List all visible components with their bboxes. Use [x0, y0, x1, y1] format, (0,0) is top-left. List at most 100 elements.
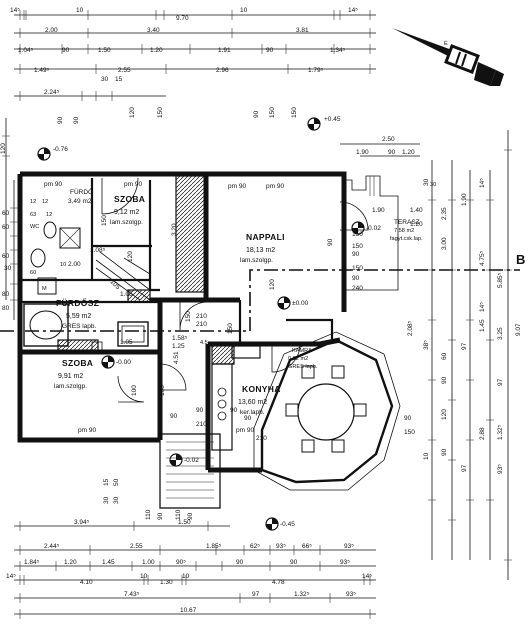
level-marker-top: +0.45	[307, 116, 341, 131]
room-furdo: FÜRDŐSZ 5,59 m2 GRES lapb.	[56, 297, 99, 330]
svg-text:90: 90	[187, 512, 194, 520]
svg-text:SZOBA: SZOBA	[114, 194, 145, 204]
svg-text:120: 120	[269, 279, 276, 290]
room-wc: WC	[30, 224, 39, 230]
room-kamra: KAMRA 0,82 m2 GRES lapb.	[288, 348, 318, 370]
svg-text:3.20: 3.20	[171, 223, 178, 236]
svg-text:1.45: 1.45	[102, 559, 115, 566]
svg-text:10: 10	[140, 573, 148, 580]
svg-text:9.07: 9.07	[515, 323, 522, 336]
svg-text:90: 90	[73, 116, 80, 124]
svg-text:97: 97	[461, 464, 468, 472]
svg-text:10: 10	[182, 573, 190, 580]
washing-machine-icon: M	[37, 277, 57, 295]
svg-text:10.67: 10.67	[180, 607, 197, 614]
svg-text:50: 50	[113, 478, 120, 486]
svg-text:3.00: 3.00	[441, 237, 448, 250]
level-marker-living: ±0.00	[277, 296, 309, 310]
svg-text:210: 210	[256, 435, 267, 442]
svg-text:É: É	[444, 40, 448, 47]
svg-text:60: 60	[2, 224, 10, 231]
interior-dimensions: pm 90 pm 90 pm 90 pm 90 pm 90 pm 90 150 …	[30, 181, 436, 520]
svg-text:10: 10	[60, 262, 66, 268]
svg-text:1.00: 1.00	[142, 559, 155, 566]
svg-text:10: 10	[76, 7, 84, 14]
svg-text:93⁵: 93⁵	[497, 464, 504, 474]
svg-text:90: 90	[170, 413, 178, 420]
svg-text:pm 90: pm 90	[78, 427, 96, 434]
svg-text:240: 240	[352, 285, 363, 292]
svg-text:1.20: 1.20	[402, 149, 415, 156]
svg-text:150: 150	[269, 107, 276, 118]
svg-text:1.50: 1.50	[98, 47, 111, 54]
svg-text:TERASZ: TERASZ	[394, 219, 420, 226]
svg-text:1.50: 1.50	[178, 519, 191, 526]
room-furdo-top: FÜRDŐ 3,49 m2	[68, 187, 93, 205]
svg-text:4.75⁵: 4.75⁵	[479, 250, 486, 266]
hatched-wall-sections	[57, 175, 235, 365]
dining-bay	[253, 331, 401, 491]
svg-text:B: B	[516, 252, 525, 267]
svg-text:9,91 m2: 9,91 m2	[58, 373, 83, 380]
svg-text:1.79⁵: 1.79⁵	[308, 67, 324, 74]
svg-text:2.08⁵: 2.08⁵	[407, 320, 414, 336]
svg-text:1.85⁵: 1.85⁵	[206, 543, 222, 550]
svg-text:90: 90	[236, 559, 244, 566]
svg-text:1.34⁵: 1.34⁵	[330, 47, 346, 54]
kitchen-counter	[211, 345, 261, 451]
svg-text:90: 90	[157, 512, 164, 520]
svg-text:2.35: 2.35	[441, 207, 448, 220]
room-szoba-top: SZOBA 9,12 m2 lam.szolgp.	[110, 194, 145, 226]
svg-text:90: 90	[352, 275, 360, 282]
svg-text:7.43⁵: 7.43⁵	[124, 591, 140, 598]
svg-text:97: 97	[497, 378, 504, 386]
svg-text:30: 30	[4, 265, 12, 272]
svg-text:38⁵: 38⁵	[423, 340, 430, 350]
svg-text:1.04⁵: 1.04⁵	[18, 47, 34, 54]
svg-text:150: 150	[101, 215, 108, 226]
north-arrow-icon: É	[392, 28, 504, 86]
svg-text:-0.76: -0.76	[53, 146, 68, 153]
svg-text:14⁵: 14⁵	[479, 302, 486, 312]
svg-text:2.44⁵: 2.44⁵	[44, 543, 60, 550]
svg-text:3.25: 3.25	[497, 327, 504, 340]
svg-text:1.84⁵: 1.84⁵	[24, 559, 40, 566]
svg-text:4.78: 4.78	[272, 579, 285, 586]
svg-text:4.5: 4.5	[200, 340, 208, 346]
svg-text:2.55: 2.55	[130, 543, 143, 550]
washbasin-icon	[117, 321, 149, 347]
svg-text:1.32⁵: 1.32⁵	[294, 591, 310, 598]
svg-text:lam.szolgp.: lam.szolgp.	[240, 257, 273, 264]
terrace-outline	[344, 175, 399, 291]
svg-text:120: 120	[441, 409, 448, 420]
svg-text:30: 30	[423, 178, 430, 186]
room-nappali: NAPPALI 18,13 m2 lam.szolgp.	[240, 232, 284, 264]
svg-text:1.90: 1.90	[372, 207, 385, 214]
svg-text:150: 150	[352, 265, 363, 272]
svg-text:1.90: 1.90	[356, 149, 369, 156]
svg-text:1.32⁵: 1.32⁵	[497, 424, 504, 440]
svg-text:fagyt.csk.lap.: fagyt.csk.lap.	[390, 236, 423, 242]
svg-text:pm 90: pm 90	[228, 183, 246, 190]
svg-text:14⁵: 14⁵	[10, 7, 20, 14]
svg-text:97: 97	[252, 591, 260, 598]
svg-text:150: 150	[352, 243, 363, 250]
svg-text:93⁵: 93⁵	[346, 591, 356, 598]
svg-text:1.40: 1.40	[410, 207, 423, 214]
svg-text:-0.00: -0.00	[116, 359, 131, 366]
room-terasz: TERASZ 7,58 m2 fagyt.csk.lap.	[390, 219, 423, 242]
svg-text:pm 90: pm 90	[124, 181, 142, 188]
svg-text:93⁵: 93⁵	[276, 543, 286, 550]
svg-text:90: 90	[327, 238, 334, 246]
svg-text:1.05: 1.05	[120, 339, 133, 346]
svg-text:13,60 m2: 13,60 m2	[238, 399, 267, 406]
svg-text:pm 90: pm 90	[44, 181, 62, 188]
svg-text:150: 150	[227, 323, 234, 334]
svg-text:±0.00: ±0.00	[292, 300, 309, 307]
svg-text:1.20: 1.20	[150, 47, 163, 54]
svg-text:4.51: 4.51	[173, 351, 180, 364]
svg-text:3.94⁵: 3.94⁵	[74, 519, 90, 526]
svg-text:15: 15	[103, 478, 110, 486]
level-marker-bedroom: -0.00	[101, 355, 131, 369]
